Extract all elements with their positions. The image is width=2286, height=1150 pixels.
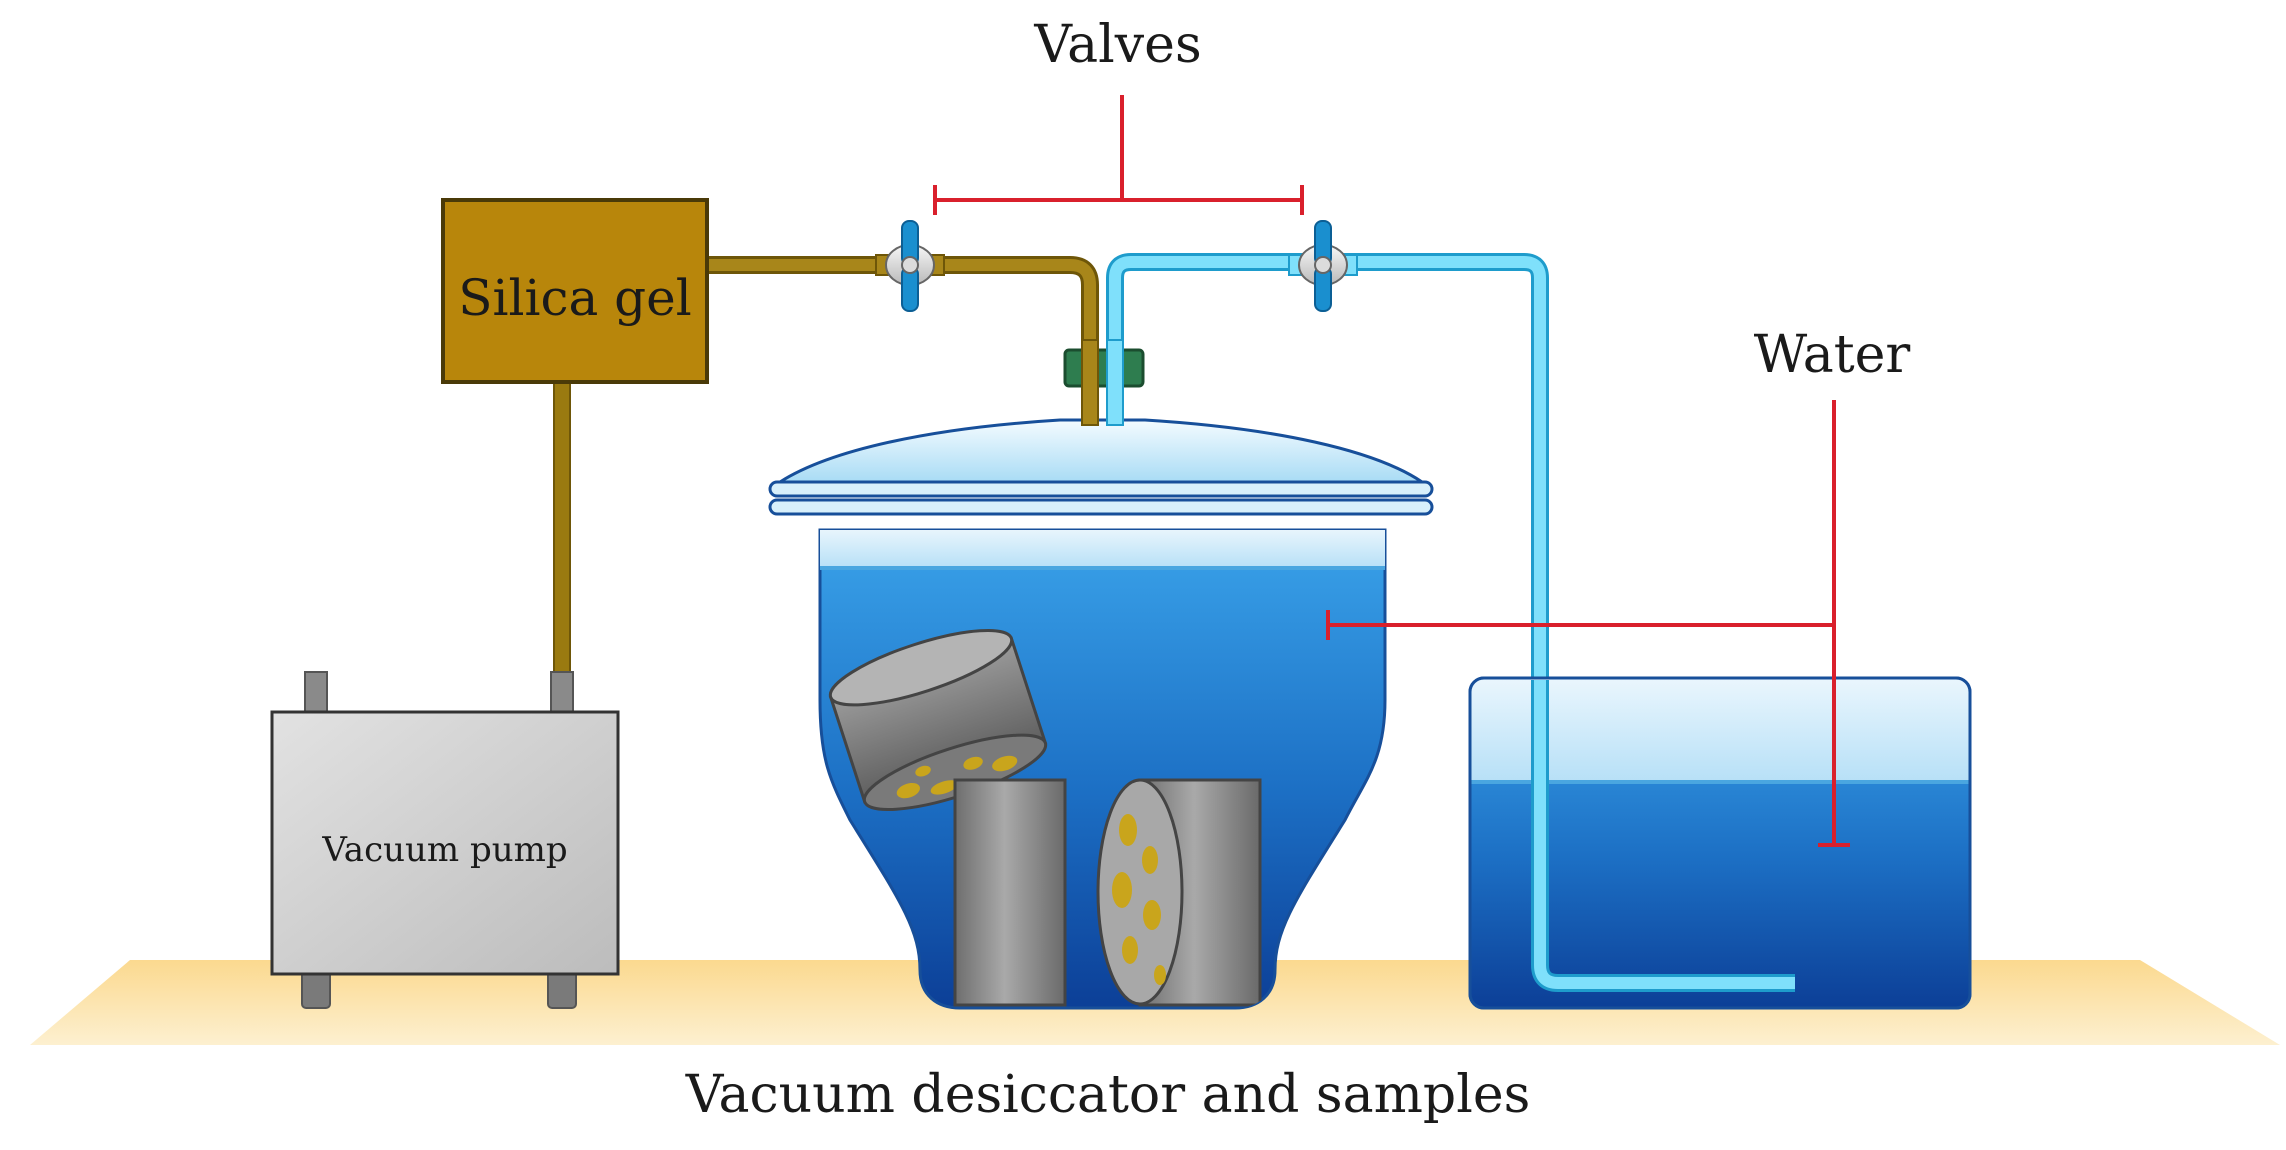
pump-tube [553,379,571,686]
vacuum-tube [705,256,1099,425]
vacuum-pump: Vacuum pump [270,671,620,1009]
caption: Vacuum desiccator and samples [685,1065,1531,1125]
vacuum-desiccator [818,528,1387,1010]
silica-gel-label: Silica gel [458,269,692,327]
valve-icon [1288,220,1358,312]
valves-pointer [933,95,1304,215]
water-label: Water [1754,325,1911,385]
water-tank [1468,676,1972,1010]
desiccator-lid [768,418,1434,516]
valve-icon [875,220,945,312]
rubber-stopper [1063,348,1145,388]
concrete-sample-sideways [1096,778,1262,1007]
vacuum-pump-label: Vacuum pump [321,830,567,870]
silica-gel-container: Silica gel [441,198,709,384]
concrete-sample-tilted [828,629,1048,811]
valves-label: Valves [1033,15,1201,75]
concrete-sample-upright [953,778,1067,1007]
water-pointer [1326,400,1850,847]
